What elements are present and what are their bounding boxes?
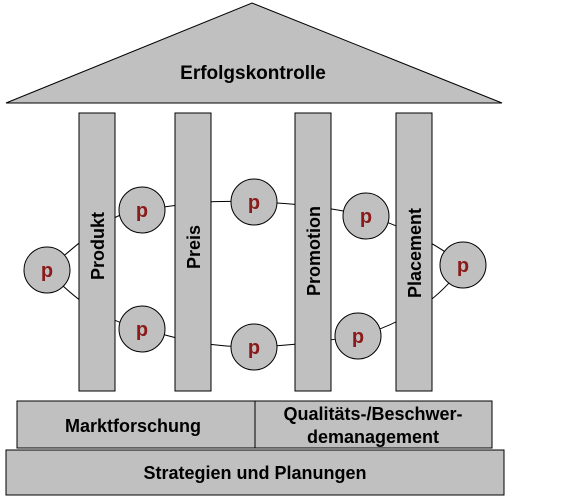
foundation-left: Marktforschung — [16, 400, 256, 449]
p-label: p — [248, 337, 260, 359]
roof-label: Erfolgskontrolle — [180, 63, 326, 84]
foundation-right-label-line1: Qualitäts-/Beschwer- — [283, 404, 462, 424]
roof — [5, 2, 503, 104]
pillar-promotion: Promotion — [294, 112, 332, 392]
p-label: p — [136, 200, 148, 222]
pillar-produkt: Produkt — [78, 112, 116, 392]
foundation-base: Strategien und Planungen — [5, 449, 505, 496]
pillar-label-promotion: Promotion — [304, 206, 324, 296]
p-circle-lower-2: p — [230, 323, 278, 371]
foundation-right: Qualitäts-/Beschwer- demanagement — [254, 400, 493, 449]
p-label: p — [136, 319, 148, 341]
p-circle-upper-2: p — [230, 178, 278, 226]
pillar-placement: Placement — [395, 112, 433, 392]
p-label: p — [360, 206, 372, 228]
p-circle-lower-3: p — [334, 312, 382, 360]
p-circle-upper-3: p — [342, 192, 390, 240]
foundation-base-label: Strategien und Planungen — [143, 463, 366, 483]
p-circle-left: p — [23, 246, 71, 294]
p-circle-right: p — [439, 241, 487, 289]
pillar-label-placement: Placement — [405, 208, 425, 298]
p-label: p — [352, 326, 364, 348]
foundation-left-label: Marktforschung — [65, 416, 201, 436]
pillar-label-preis: Preis — [184, 225, 204, 269]
foundation-right-label-line2: demanagement — [307, 427, 439, 447]
p-label: p — [248, 192, 260, 214]
pillar-label-produkt: Produkt — [88, 212, 108, 280]
p-circle-lower-1: p — [118, 305, 166, 353]
pillar-preis: Preis — [174, 112, 212, 392]
p-circle-upper-1: p — [118, 186, 166, 234]
p-label: p — [457, 255, 469, 277]
p-label: p — [41, 260, 53, 282]
